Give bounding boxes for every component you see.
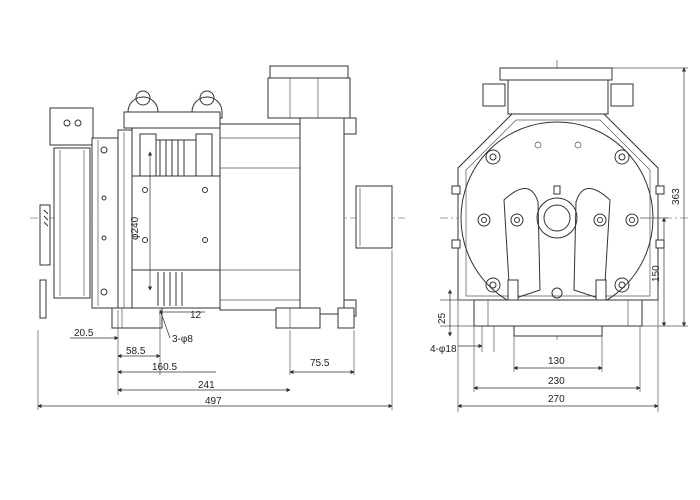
diameter-label: φ240	[130, 216, 141, 240]
groove-width-label: 12	[190, 310, 202, 321]
side-view: φ240 12 3-φ8 20.5 58.5 160.5 75.5 241 49	[30, 65, 405, 410]
corner-bolts	[477, 141, 639, 299]
brake-arm-right	[573, 188, 611, 301]
cable-gland-right	[610, 83, 634, 107]
shaft-inner	[543, 204, 571, 232]
front-base-foot	[513, 325, 603, 337]
shaft-key	[553, 185, 561, 195]
front-view: 363 150 25 4-φ18 130 230 270	[430, 60, 690, 412]
dim-75-5: 75.5	[310, 358, 330, 369]
front-base	[473, 299, 643, 327]
cable-gland-left	[482, 83, 506, 107]
front-terminal-cap	[499, 67, 613, 81]
dim-230: 230	[548, 376, 565, 387]
brake-unit	[39, 107, 94, 319]
grooves-label: 3-φ8	[172, 334, 193, 345]
dim-160-5: 160.5	[152, 362, 177, 373]
dim-holes: 4-φ18	[430, 344, 457, 355]
dim-270: 270	[548, 394, 565, 405]
front-dimensions: 363 150 25 4-φ18 130 230 270	[430, 67, 688, 412]
shaft-outer	[536, 197, 578, 239]
dim-58-5: 58.5	[126, 346, 146, 357]
lifting-eyes	[123, 90, 223, 129]
side-dimensions: 20.5 58.5 160.5 75.5 241 497	[37, 250, 393, 410]
housing-octagon	[457, 113, 659, 301]
motor-body	[219, 117, 393, 317]
traction-sheave	[131, 127, 221, 309]
dim-363: 363	[671, 188, 682, 205]
dim-25: 25	[437, 312, 448, 324]
dim-497: 497	[205, 396, 222, 407]
front-terminal-box	[507, 79, 609, 115]
dim-241: 241	[198, 380, 215, 391]
dim-130: 130	[548, 356, 565, 367]
dim-150: 150	[651, 265, 662, 282]
brake-arm-left	[503, 188, 541, 301]
motor-flange	[91, 129, 133, 311]
base-feet	[111, 307, 355, 329]
terminal-box	[267, 65, 351, 119]
dim-20-5: 20.5	[74, 328, 94, 339]
